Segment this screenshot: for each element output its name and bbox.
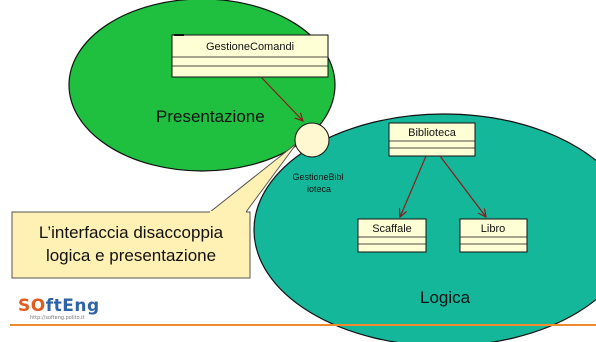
class-scaffale-name: Scaffale <box>372 223 412 235</box>
interface-label-line-1: GestioneBibl <box>292 172 343 182</box>
class-libro-name: Libro <box>481 223 505 235</box>
interface-gestione-biblioteca[interactable]: GestioneBibl ioteca <box>292 122 344 194</box>
class-scaffale[interactable]: Scaffale <box>357 218 427 253</box>
footer-accent-line <box>10 324 596 326</box>
logo-letter-s: S <box>18 296 31 316</box>
callout-note: L’interfaccia disaccoppia logica e prese… <box>11 142 298 279</box>
presentation-package-label: Presentazione <box>156 107 265 126</box>
arrow-gestionecomandi-to-interface <box>260 76 303 121</box>
class-gestione-comandi[interactable]: GestioneComandi <box>171 34 329 78</box>
callout-line-2: logica e presentazione <box>46 246 216 265</box>
class-biblioteca-name: Biblioteca <box>408 127 457 139</box>
logo-letters-rest: ftEng <box>45 296 100 316</box>
arrow-biblioteca-to-libro <box>439 155 486 217</box>
arrow-biblioteca-to-scaffale <box>400 155 427 217</box>
logo-url: http://softeng.polito.it <box>30 315 85 321</box>
logic-package-label: Logica <box>420 288 471 307</box>
logo-wordmark: SOftEng <box>18 298 100 315</box>
callout-line-1: L’interfaccia disaccoppia <box>39 223 224 242</box>
softeng-logo: SOftEng http://softeng.polito.it <box>18 298 100 321</box>
class-biblioteca[interactable]: Biblioteca <box>388 122 476 157</box>
class-gestione-comandi-name: GestioneComandi <box>206 41 294 53</box>
interface-label-line-2: ioteca <box>307 184 331 194</box>
logo-letter-o: O <box>30 296 46 316</box>
class-libro[interactable]: Libro <box>459 218 528 253</box>
